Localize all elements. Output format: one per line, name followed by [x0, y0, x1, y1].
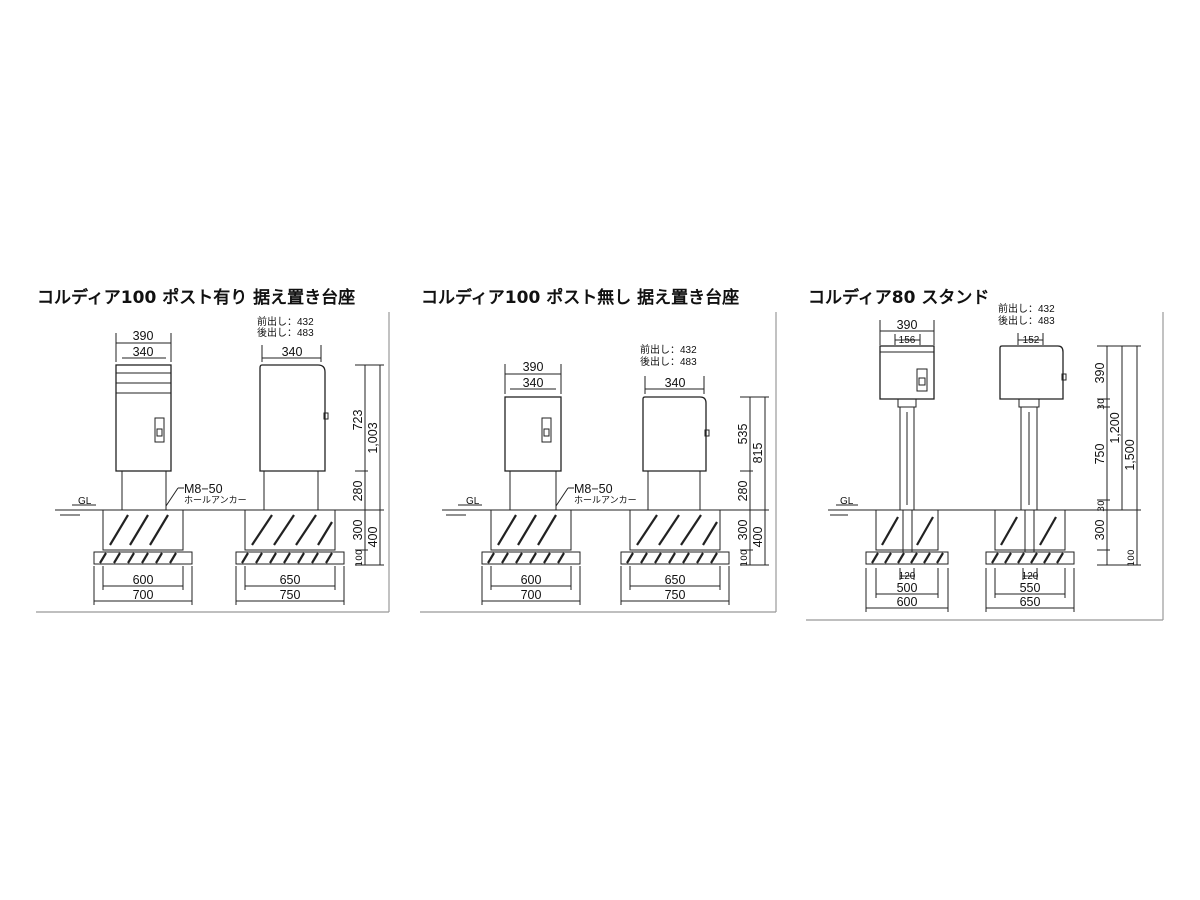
front-top-inner: 340: [523, 376, 544, 390]
vertical-dims: 535 815 280 300 400 100: [736, 396, 769, 567]
anchor-label: ホールアンカー: [184, 495, 247, 506]
front-bottom-outer: 600: [897, 595, 918, 609]
side-view: [642, 396, 710, 510]
front-offset: 前出し：432: [640, 343, 697, 356]
anchor-bolt: M8−50: [574, 482, 613, 496]
front-bottom-inner: 600: [133, 573, 154, 587]
side-bottom-outer: 750: [280, 588, 301, 602]
height-pole: 750: [1093, 444, 1107, 465]
front-top-outer: 390: [523, 360, 544, 374]
side-top-dims: 前出し：432 後出し：483 340: [640, 343, 705, 394]
front-pole-width: 120: [899, 571, 916, 582]
height-total: 1,003: [366, 422, 380, 453]
height-box: 390: [1093, 363, 1107, 384]
lock-icon: [541, 417, 552, 443]
front-top-dims: 390 156: [879, 318, 935, 346]
side-foundation: 120 550 650: [985, 509, 1075, 612]
height-body: 723: [351, 410, 365, 431]
side-bottom-inner: 550: [1020, 581, 1041, 595]
panel-1: コルディア100 ポスト有り 据え置き台座: [36, 287, 390, 613]
front-bottom-inner: 600: [521, 573, 542, 587]
side-bottom-outer: 650: [1020, 595, 1041, 609]
panel-title: コルディア80 スタンド: [808, 287, 989, 308]
front-bottom-outer: 700: [521, 588, 542, 602]
vertical-dims: 723 1,003 280 300 400 100: [351, 364, 384, 567]
height-pole-gl: 30: [1097, 500, 1107, 512]
front-top-outer: 390: [133, 329, 154, 343]
back-offset: 後出し：483: [640, 355, 697, 368]
front-top-dims: 390 340: [504, 360, 562, 394]
side-top-width: 340: [282, 345, 303, 359]
side-bottom-inner: 650: [665, 573, 686, 587]
panel-2: コルディア100 ポスト無し 据え置き台座 390 340 前出し：432: [420, 287, 777, 613]
height-base: 300: [1093, 520, 1107, 541]
front-foundation: 120 500 600: [865, 509, 949, 612]
back-offset: 後出し：483: [998, 314, 1055, 327]
height-base: 300: [736, 520, 750, 541]
side-top-dims: 前出し：432 後出し：483 340: [257, 315, 322, 362]
front-foundation: 600 700: [93, 509, 193, 605]
front-view: [115, 364, 172, 510]
height-post: 280: [736, 481, 750, 502]
height-base-total: 400: [751, 527, 765, 548]
front-view: [504, 396, 562, 510]
mailbox-side: [259, 364, 326, 472]
anchor-bolt: M8−50: [184, 482, 223, 496]
mailbox-side: [999, 345, 1064, 400]
front-bottom-outer: 700: [133, 588, 154, 602]
front-foundation: 600 700: [481, 509, 581, 605]
height-total: 815: [751, 443, 765, 464]
height-base-total: 400: [366, 527, 380, 548]
lock-icon: [916, 368, 928, 392]
vertical-dims: 390 30 750 30 1,200 1,500 300 100: [1093, 345, 1141, 567]
back-offset: 後出し：483: [257, 326, 314, 339]
front-offset: 前出し：432: [257, 315, 314, 328]
front-top-dims: 390 340: [115, 329, 172, 362]
height-total: 1,500: [1123, 439, 1137, 470]
height-base-bottom: 100: [355, 549, 365, 566]
mailbox-body: [879, 345, 935, 400]
front-top-inner: 340: [133, 345, 154, 359]
side-bottom-inner: 650: [280, 573, 301, 587]
front-bottom-inner: 500: [897, 581, 918, 595]
ground-label: GL: [840, 496, 854, 507]
height-mid-total: 1,200: [1108, 412, 1122, 443]
anchor-callout: M8−50 ホールアンカー: [165, 482, 247, 507]
height-base: 300: [351, 520, 365, 541]
ground-label: GL: [466, 496, 480, 507]
side-top-width: 340: [665, 376, 686, 390]
height-gap: 30: [1097, 398, 1107, 410]
front-top-outer: 390: [897, 318, 918, 332]
side-bottom-outer: 750: [665, 588, 686, 602]
side-top-dims: 前出し：432 後出し：483 152: [998, 302, 1055, 346]
mailbox-side: [642, 396, 707, 472]
side-foundation: 650 750: [620, 509, 730, 605]
height-body: 535: [736, 424, 750, 445]
height-base-bottom: 100: [1127, 549, 1137, 566]
side-view: [259, 364, 329, 510]
mailbox-body: [504, 396, 562, 472]
anchor-label: ホールアンカー: [574, 495, 637, 506]
side-view: [999, 345, 1067, 553]
front-offset: 前出し：432: [998, 302, 1055, 315]
panel-title: コルディア100 ポスト無し 据え置き台座: [421, 287, 739, 308]
height-base-bottom: 100: [740, 549, 750, 566]
side-foundation: 650 750: [235, 509, 345, 605]
side-pole-width: 120: [1022, 571, 1039, 582]
panel-title: コルディア100 ポスト有り 据え置き台座: [37, 287, 355, 308]
height-post: 280: [351, 481, 365, 502]
anchor-callout: M8−50 ホールアンカー: [555, 482, 637, 507]
panel-3: コルディア80 スタンド: [806, 287, 1164, 621]
side-top-inner: 152: [1023, 335, 1040, 346]
front-view: [879, 345, 935, 553]
front-top-inner: 156: [899, 335, 916, 346]
ground-label: GL: [78, 496, 92, 507]
lock-icon: [154, 417, 165, 443]
ground: GL: [828, 496, 1130, 516]
